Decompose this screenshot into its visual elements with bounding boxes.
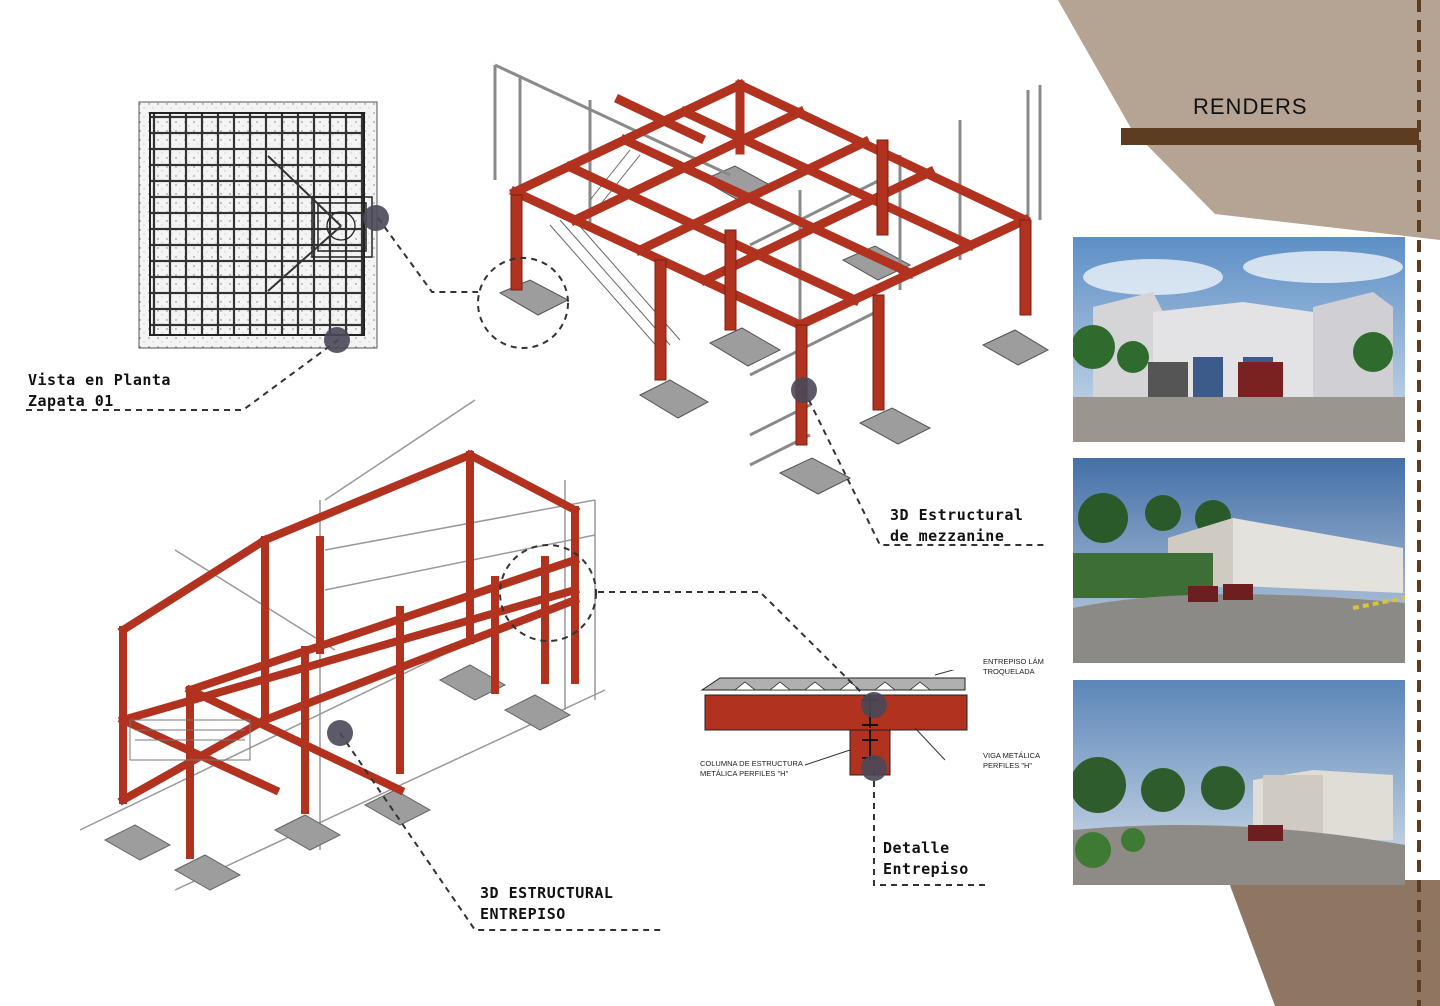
callout-detail-link: [598, 591, 875, 706]
note-beam: VIGA METÁLICA PERFILES "H": [983, 751, 1041, 770]
label-mezzanine: 3D Estructural de mezzanine: [890, 506, 1024, 545]
note-slab: ENTREPISO LÁM TROQUELADA: [983, 657, 1044, 676]
top-tan-shape: [1058, 0, 1440, 240]
render-image-2: [1073, 458, 1405, 663]
marker-dot: [861, 755, 887, 781]
marker-dot: [861, 692, 887, 718]
label-zapata: Vista en Planta Zapata 01: [28, 371, 171, 410]
callout-entrepiso: [339, 732, 662, 931]
callout-zapata-detail: [377, 217, 478, 293]
marker-dot: [327, 720, 353, 746]
callout-detalle: [873, 770, 985, 886]
page-title: RENDERS: [1193, 94, 1308, 119]
label-entrepiso: 3D ESTRUCTURAL ENTREPISO: [480, 884, 614, 923]
marker-dot: [791, 377, 817, 403]
label-detalle: Detalle Entrepiso: [883, 839, 969, 878]
mezzanine-3d-drawing: [493, 63, 1050, 495]
render-image-3: [1073, 680, 1405, 885]
bottom-tan-shape: [1228, 880, 1440, 1006]
title-bar: [1121, 128, 1419, 145]
entrepiso-3d-drawing: [79, 399, 606, 891]
marker-dot: [363, 205, 389, 231]
entrepiso-detail-circle: [499, 544, 597, 642]
note-column: COLUMNA DE ESTRUCTURA METÁLICA PERFILES …: [700, 759, 803, 778]
render-image-1: [1073, 237, 1405, 442]
detalle-entrepiso-drawing: [700, 670, 968, 776]
marker-dot: [324, 327, 350, 353]
zapata-detail-circle: [477, 257, 569, 349]
callout-mezzanine: [803, 389, 1048, 546]
zapata-plan-drawing: [138, 101, 378, 349]
